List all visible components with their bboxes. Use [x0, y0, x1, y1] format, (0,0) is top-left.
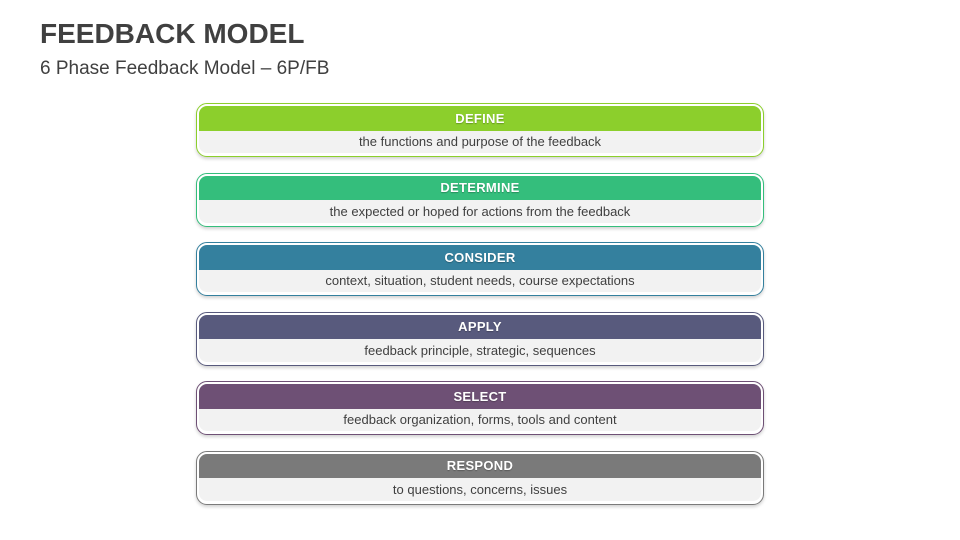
phase-body: the functions and purpose of the feedbac… — [199, 130, 761, 153]
phase-description: feedback principle, strategic, sequences — [364, 342, 596, 358]
page-title: FEEDBACK MODEL — [40, 18, 305, 49]
phase-body: to questions, concerns, issues — [199, 478, 761, 501]
phase-header: RESPOND — [199, 453, 761, 478]
phase-label: DEFINE — [455, 110, 505, 126]
phase-box-determine: DETERMINE the expected or hoped for acti… — [196, 172, 764, 227]
phase-body: context, situation, student needs, cours… — [199, 269, 761, 292]
phase-header: CONSIDER — [199, 245, 761, 270]
phase-header: DETERMINE — [199, 175, 761, 200]
phase-label: RESPOND — [446, 458, 514, 474]
phase-header: SELECT — [199, 384, 761, 409]
phase-box-select: SELECT feedback organization, forms, too… — [196, 381, 764, 435]
phase-description: context, situation, student needs, cours… — [325, 273, 635, 289]
phase-label: SELECT — [453, 388, 507, 404]
phase-body: feedback principle, strategic, sequences — [199, 339, 761, 362]
phase-header: APPLY — [199, 314, 761, 339]
phase-box-respond: RESPOND to questions, concerns, issues — [196, 450, 764, 505]
phase-box-consider: CONSIDER context, situation, student nee… — [196, 242, 764, 296]
phase-label: DETERMINE — [440, 180, 520, 196]
phase-list: DEFINE the functions and purpose of the … — [196, 103, 764, 520]
phase-description: to questions, concerns, issues — [392, 481, 568, 497]
phase-description: the expected or hoped for actions from t… — [329, 203, 631, 219]
phase-body: feedback organization, forms, tools and … — [199, 408, 761, 431]
phase-box-define: DEFINE the functions and purpose of the … — [196, 103, 764, 157]
phase-description: the functions and purpose of the feedbac… — [358, 134, 602, 150]
phase-description: feedback organization, forms, tools and … — [343, 412, 617, 428]
phase-label: CONSIDER — [444, 249, 516, 265]
page-subtitle: 6 Phase Feedback Model – 6P/FB — [40, 58, 330, 80]
phase-box-apply: APPLY feedback principle, strategic, seq… — [196, 311, 764, 366]
phase-header: DEFINE — [199, 106, 761, 131]
phase-label: APPLY — [458, 319, 502, 335]
slide-header: FEEDBACK MODEL 6 Phase Feedback Model – … — [40, 18, 329, 81]
phase-body: the expected or hoped for actions from t… — [199, 200, 761, 223]
